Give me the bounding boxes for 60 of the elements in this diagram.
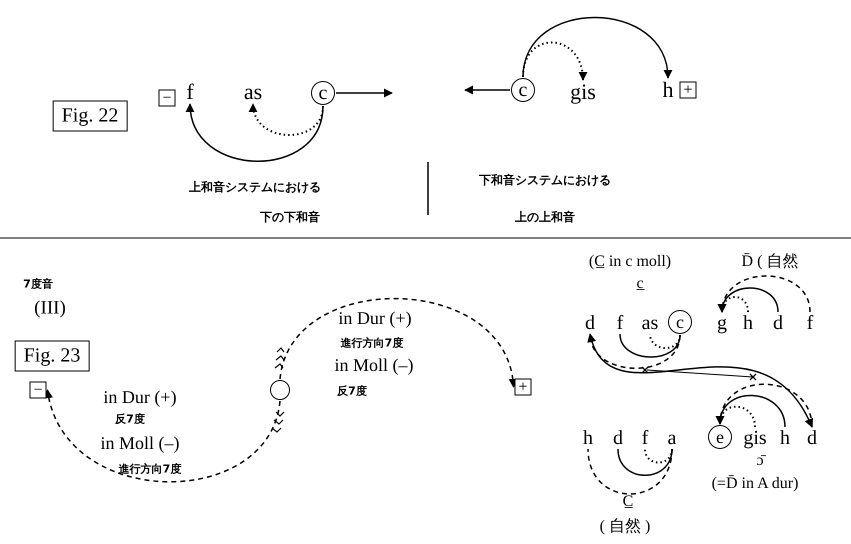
note-name: d	[585, 313, 595, 333]
minus-sign-box: −	[30, 382, 46, 398]
note-name: d	[807, 428, 817, 448]
arc-arrow	[718, 275, 811, 313]
japanese-caption: 進行方向7度	[340, 338, 404, 348]
annotation-text: in Moll (–)	[100, 434, 180, 452]
japanese-caption: 上の上和音	[515, 211, 575, 223]
arc-arrow	[250, 103, 324, 136]
japanese-caption: 進行方向7度	[118, 464, 182, 474]
figure-label-box: Fig. 22	[52, 100, 128, 132]
annotation-text: ɔ̄	[756, 453, 764, 469]
arc-arrow	[336, 88, 393, 98]
annotation-text: in Dur (+)	[103, 388, 177, 406]
japanese-caption: 下の下和音	[260, 211, 320, 223]
minus-sign-box: −	[158, 90, 176, 106]
arc-arrow	[279, 298, 516, 388]
note-name: g	[717, 313, 727, 333]
annotation-text: (C̲ in c moll)	[588, 254, 672, 270]
plus-sign-box: +	[514, 378, 532, 396]
japanese-caption: 7度音	[23, 278, 53, 290]
annotation-text: ( 自然 )	[600, 519, 650, 535]
note-name: h	[743, 313, 753, 333]
plus-sign-box: +	[680, 82, 696, 98]
arc-arrow	[522, 42, 587, 81]
annotation-text: C̲	[622, 494, 634, 510]
note-name: gis	[743, 428, 767, 448]
annotation-text: c̲	[636, 276, 644, 292]
japanese-caption: 下和音システムにおける	[479, 174, 611, 186]
annotation-text: (=D̄ in A dur)	[712, 476, 798, 492]
annotation-text: D̄ ( 自然	[742, 254, 798, 270]
note-name: f	[642, 428, 648, 448]
arc-arrow	[45, 389, 281, 482]
japanese-caption: 上和音システムにおける	[189, 181, 321, 193]
arc-arrow	[522, 16, 672, 79]
annotation-text: in Dur (+)	[338, 309, 412, 327]
circled-note: c	[511, 78, 535, 102]
note-name: h	[780, 428, 790, 448]
note-name: h	[583, 428, 593, 448]
arc-arrow	[716, 384, 813, 428]
note-name: f	[806, 313, 814, 333]
circled-note: c	[311, 81, 335, 105]
note-name: d	[613, 428, 623, 448]
annotation-text: in Moll (–)	[334, 356, 414, 374]
figure-label-box: Fig. 23	[14, 340, 90, 372]
note-name: d	[773, 313, 783, 333]
japanese-caption: 反7度	[337, 386, 367, 396]
annotation-text: (III)	[34, 298, 66, 318]
note-name: f	[186, 81, 194, 103]
note-name: h	[662, 79, 674, 101]
circled-note: c	[668, 310, 692, 334]
circled-note: e	[708, 425, 732, 449]
japanese-caption: 反7度	[115, 414, 145, 424]
note-name: a	[668, 428, 676, 448]
arc-arrow	[588, 333, 813, 428]
arc-arrow	[186, 103, 324, 162]
note-name: as	[244, 81, 262, 103]
note-name: f	[616, 313, 624, 333]
note-name: as	[642, 313, 658, 333]
note-name: gis	[570, 81, 596, 103]
arc-arrow	[464, 86, 510, 94]
